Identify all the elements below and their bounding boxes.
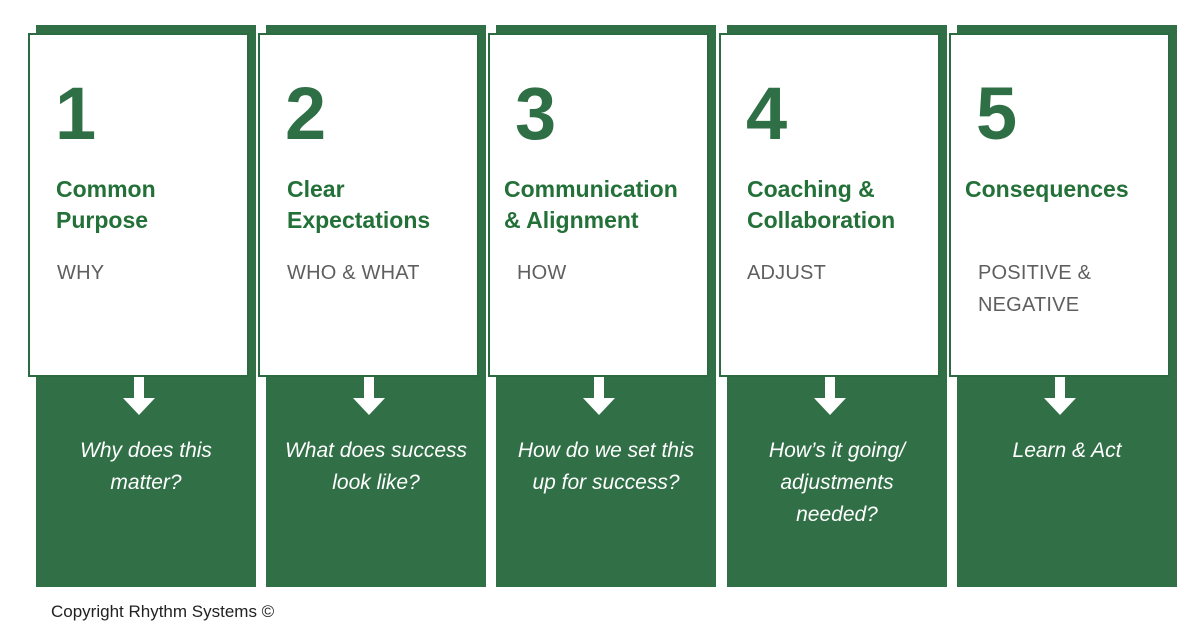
step-column-2: 2 Clear Expectations WHO & WHAT What doe… bbox=[258, 25, 488, 587]
step-column-3: 3 Communication & Alignment HOW How do w… bbox=[488, 25, 718, 587]
step-subtitle-line: POSITIVE & bbox=[978, 262, 1092, 284]
step-subtitle-line: NEGATIVE bbox=[978, 294, 1080, 316]
step-column-1: 1 Common Purpose WHY Why does this matte… bbox=[28, 25, 258, 587]
step-number: 4 bbox=[746, 72, 788, 155]
step-title-line: Communication bbox=[504, 176, 678, 202]
step-column-5: 5 Consequences POSITIVE & NEGATIVE Learn… bbox=[949, 25, 1179, 587]
step-question: How do we set this up for success? bbox=[496, 435, 716, 499]
step-title-line: & Alignment bbox=[504, 207, 639, 233]
step-subtitle-line: ADJUST bbox=[747, 262, 826, 284]
step-question-line: up for success? bbox=[532, 471, 680, 494]
step-question-line: What does success bbox=[284, 439, 468, 462]
step-question-line: How’s it going/ bbox=[768, 439, 906, 462]
step-subtitle-line: WHO & WHAT bbox=[287, 262, 420, 284]
copyright-notice: Copyright Rhythm Systems © bbox=[51, 602, 275, 621]
step-title: Consequences bbox=[965, 174, 1129, 205]
step-subtitle: WHY bbox=[57, 257, 104, 289]
step-question-line: Learn & Act bbox=[1012, 439, 1122, 462]
step-question: What does success look like? bbox=[266, 435, 486, 499]
step-title-line: Collaboration bbox=[747, 207, 896, 233]
step-title-line: Purpose bbox=[56, 207, 149, 233]
step-card: 1 Common Purpose WHY bbox=[28, 33, 249, 377]
step-title: Clear Expectations bbox=[287, 174, 430, 236]
step-subtitle: WHO & WHAT bbox=[287, 257, 420, 289]
step-card: 5 Consequences POSITIVE & NEGATIVE bbox=[949, 33, 1170, 377]
step-card: 2 Clear Expectations WHO & WHAT bbox=[258, 33, 479, 377]
step-title-line: Consequences bbox=[965, 176, 1129, 202]
step-question-line: How do we set this bbox=[517, 439, 695, 462]
step-card: 4 Coaching & Collaboration ADJUST bbox=[719, 33, 940, 377]
step-question-line: matter? bbox=[110, 471, 182, 494]
step-number: 5 bbox=[976, 72, 1018, 155]
step-title: Communication & Alignment bbox=[504, 174, 678, 236]
down-arrow-icon bbox=[353, 377, 385, 415]
step-title-line: Coaching & bbox=[747, 176, 875, 202]
step-question-line: adjustments bbox=[780, 471, 894, 494]
step-question-line: Why does this bbox=[80, 439, 212, 462]
step-card: 3 Communication & Alignment HOW bbox=[488, 33, 709, 377]
step-subtitle: HOW bbox=[517, 257, 566, 289]
step-subtitle: ADJUST bbox=[747, 257, 826, 289]
step-number: 2 bbox=[285, 72, 327, 155]
step-title-line: Clear bbox=[287, 176, 345, 202]
down-arrow-icon bbox=[123, 377, 155, 415]
step-question: Learn & Act bbox=[957, 435, 1177, 467]
step-column-4: 4 Coaching & Collaboration ADJUST How’s … bbox=[719, 25, 949, 587]
step-subtitle: POSITIVE & NEGATIVE bbox=[978, 257, 1091, 321]
down-arrow-icon bbox=[814, 377, 846, 415]
step-number: 1 bbox=[55, 72, 97, 155]
step-title: Coaching & Collaboration bbox=[747, 174, 895, 236]
step-title-line: Common bbox=[56, 176, 156, 202]
down-arrow-icon bbox=[1044, 377, 1076, 415]
step-question-line: look like? bbox=[332, 471, 420, 494]
step-question: Why does this matter? bbox=[36, 435, 256, 499]
step-question-line: needed? bbox=[796, 503, 878, 526]
step-title: Common Purpose bbox=[56, 174, 156, 236]
step-subtitle-line: HOW bbox=[517, 262, 567, 284]
down-arrow-icon bbox=[583, 377, 615, 415]
step-subtitle-line: WHY bbox=[57, 262, 105, 284]
step-number: 3 bbox=[515, 72, 557, 155]
step-title-line: Expectations bbox=[287, 207, 431, 233]
step-question: How’s it going/ adjustments needed? bbox=[727, 435, 947, 531]
